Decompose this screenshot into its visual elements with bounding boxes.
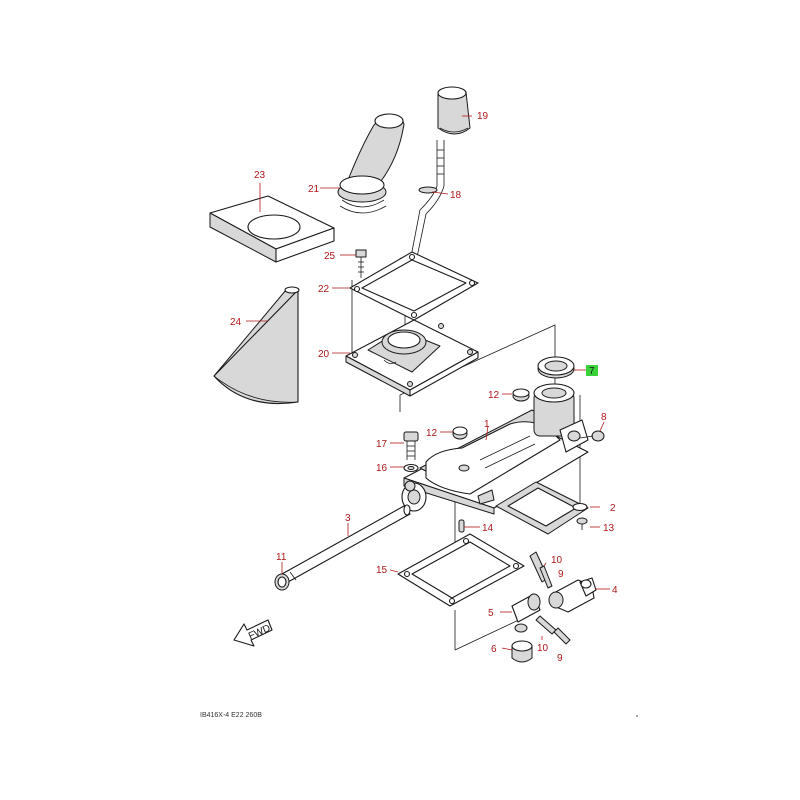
- label-2: 2: [610, 503, 616, 514]
- label-10-lower: 10: [537, 643, 549, 654]
- label-9-lower: 9: [557, 653, 563, 664]
- part-8-bolt: [579, 430, 605, 442]
- label-12-upper: 12: [488, 390, 500, 401]
- label-23: 23: [254, 170, 266, 181]
- part-17-bolt: [403, 431, 419, 460]
- label-1: 1: [484, 419, 490, 430]
- label-3: 3: [345, 513, 351, 524]
- label-14: 14: [482, 523, 494, 534]
- part-16-washer: [403, 463, 419, 473]
- label-6: 6: [491, 644, 497, 655]
- label-8: 8: [601, 412, 607, 423]
- part-14-pin: [458, 519, 465, 533]
- part-12-plug-lower: [452, 426, 468, 440]
- part-9-pin-upper: [539, 565, 553, 589]
- fwd-arrow-icon: FWD: [233, 619, 273, 647]
- label-12-lower: 12: [426, 428, 438, 439]
- part-25-bolt: [355, 249, 367, 278]
- part-4-shift-yoke: [548, 577, 597, 613]
- label-7: 7: [589, 366, 595, 377]
- part-6-cap: [511, 640, 533, 663]
- label-4: 4: [612, 585, 618, 596]
- label-5: 5: [488, 608, 494, 619]
- part-1-shift-case: [401, 383, 589, 535]
- part-10-pin-lower: [535, 615, 557, 635]
- diagram-code: IB416X-4 E22 260B: [200, 712, 262, 719]
- part-19-shift-knob: [437, 86, 471, 135]
- label-13: 13: [603, 523, 615, 534]
- part-22-cover-gasket: [349, 251, 479, 321]
- label-25: 25: [324, 251, 336, 262]
- label-16: 16: [376, 463, 388, 474]
- part-9-pin-lower: [553, 627, 571, 645]
- part-20-lever-case: [345, 319, 479, 397]
- part-12-plug-upper: [512, 388, 530, 402]
- part-21-lever-boot: [337, 113, 405, 214]
- label-24: 24: [230, 317, 242, 328]
- part-2-washer: [572, 502, 588, 512]
- part-13-bolt: [576, 517, 588, 530]
- fwd-label: FWD: [247, 623, 272, 642]
- part-7-oil-seal: [537, 356, 575, 379]
- label-11: 11: [276, 552, 287, 563]
- label-19: 19: [477, 111, 489, 122]
- part-11-ring: [274, 573, 290, 591]
- label-9-upper: 9: [558, 569, 564, 580]
- part-number-labels: 23 21 19 18 25 22 24 20 7 12 12 1 8 17 1…: [230, 111, 618, 664]
- label-21: 21: [308, 184, 320, 195]
- label-7-highlight: [586, 365, 598, 376]
- label-18: 18: [450, 190, 462, 201]
- label-17: 17: [376, 439, 388, 450]
- part-24-cone-boot: [213, 286, 300, 405]
- callout-leaders: [246, 115, 610, 651]
- label-20: 20: [318, 349, 330, 360]
- label-15: 15: [376, 565, 388, 576]
- part-15-gasket: [397, 533, 525, 607]
- label-10-upper: 10: [551, 555, 563, 566]
- part-5-interlock: [511, 593, 541, 633]
- part-23-boot-plate: [209, 195, 335, 263]
- footer-dot: [636, 715, 638, 717]
- label-22: 22: [318, 284, 330, 295]
